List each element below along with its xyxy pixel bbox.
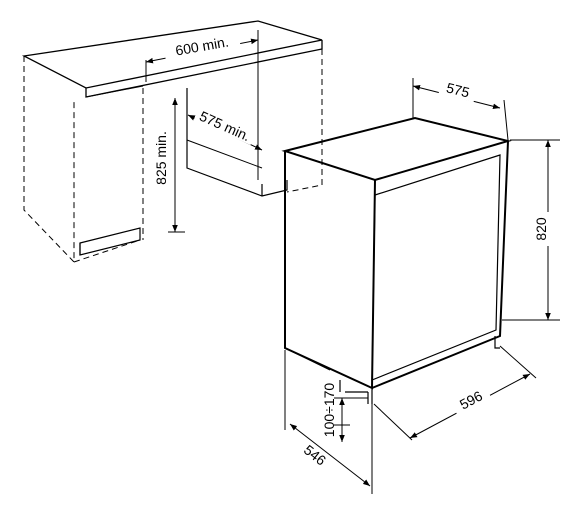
dishwasher-front <box>371 140 509 389</box>
label-appliance-depth: 575 <box>445 79 472 100</box>
right-cabinet <box>257 30 323 193</box>
label-plinth-height: 100÷170 <box>321 383 337 438</box>
dishwasher-door <box>371 154 501 381</box>
dishwasher: 575 820 596 546 100÷170 <box>281 77 560 494</box>
label-appliance-height: 820 <box>533 217 549 241</box>
dishwasher-side <box>284 151 376 390</box>
dishwasher-top <box>281 116 512 182</box>
niche-back <box>186 88 288 197</box>
label-niche-height: 825 min. <box>153 131 169 185</box>
left-cabinet <box>23 56 144 264</box>
label-niche-depth: 575 min. <box>197 108 253 144</box>
label-niche-width: 600 min. <box>174 33 230 58</box>
kitchen-niche: 600 min. 575 min. 825 min. <box>21 20 323 264</box>
